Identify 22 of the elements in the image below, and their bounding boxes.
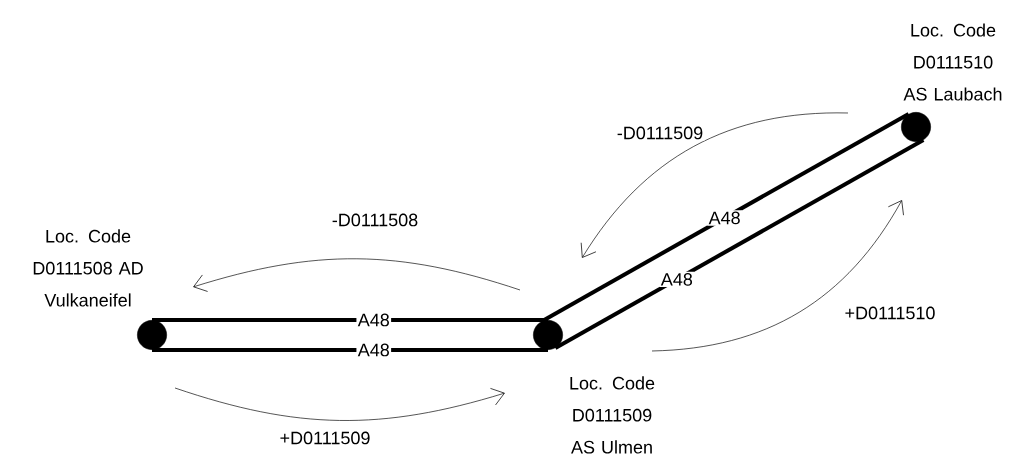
- road-label: A48: [708, 211, 740, 225]
- direction-label: -D0111508: [332, 213, 418, 227]
- road-line: [539, 112, 910, 324]
- road-label: A48: [357, 343, 389, 357]
- direction-arrow: [580, 112, 849, 258]
- junction-dot: [533, 320, 563, 350]
- location-label: Loc. Code D0111509 AS Ulmen: [570, 376, 655, 454]
- junction-dot: [901, 112, 931, 142]
- road-label: A48: [660, 273, 693, 286]
- direction-arrow: [193, 258, 521, 292]
- location-label: Loc. Code D0111508 AD Vulkaneifel: [33, 229, 143, 307]
- direction-arrow: [174, 387, 505, 421]
- junction-dot: [137, 320, 167, 350]
- location-label: Loc. Code D0111510 AS Laubach: [903, 23, 1002, 101]
- road-line: [152, 318, 548, 322]
- direction-arrow: [651, 200, 904, 352]
- road-line: [152, 348, 548, 352]
- direction-label: +D0111510: [845, 306, 935, 320]
- road-line: [554, 138, 925, 350]
- road-label: A48: [357, 313, 389, 327]
- direction-label: -D0111509: [617, 126, 703, 140]
- direction-label: +D0111509: [280, 431, 370, 445]
